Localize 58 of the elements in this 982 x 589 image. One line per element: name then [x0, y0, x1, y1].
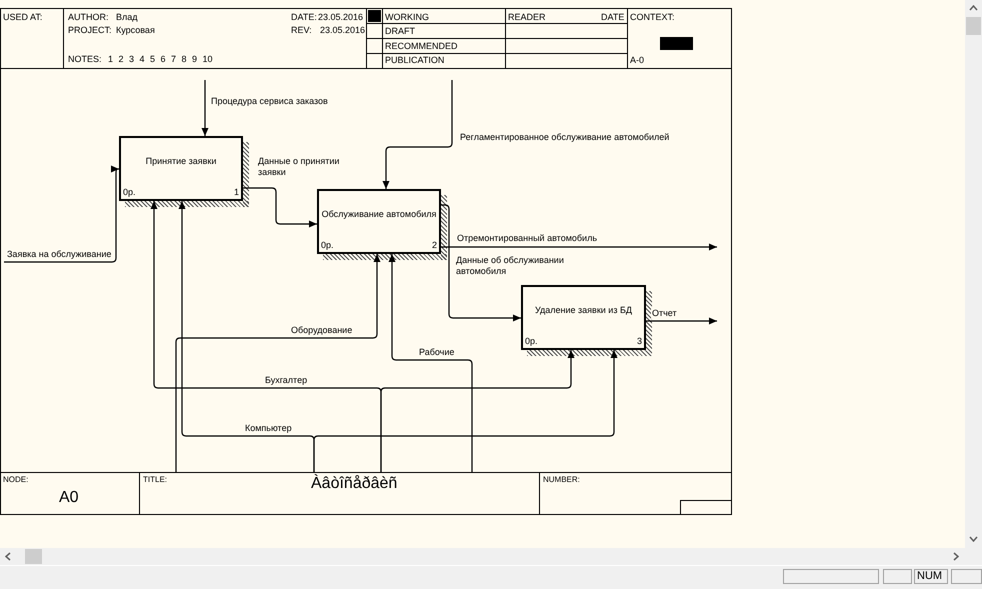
activity-box	[119, 136, 249, 207]
activity-box	[521, 285, 652, 356]
arrow	[202, 80, 208, 136]
field-label: AUTHOR:	[68, 12, 108, 22]
field-value: 23.05.2016	[318, 12, 364, 22]
arrow	[380, 350, 574, 472]
arrow	[313, 350, 618, 472]
field-label: REV:	[291, 25, 312, 36]
arrow	[441, 204, 521, 322]
field-value: Курсовая	[116, 25, 155, 36]
arrow	[441, 244, 717, 250]
status-option: PUBLICATION	[385, 55, 444, 66]
arrow-label: Оборудование	[290, 325, 354, 336]
arrow-label: Компьютер	[244, 423, 293, 434]
field-label: NODE:	[3, 475, 28, 484]
arrow-label: Данные об обслуживании автомобиля	[455, 255, 565, 277]
field-value: A0	[59, 489, 79, 508]
activity-label: Принятие заявки	[146, 156, 216, 166]
diagram-title: Àâòîñåðâèñ	[311, 475, 398, 494]
arrow-label: Рабочие	[418, 347, 456, 358]
arrow	[388, 254, 473, 472]
arrow-label: Отчет	[651, 308, 678, 319]
field-label: DATE:	[291, 12, 317, 22]
cost-label: 0р.	[123, 187, 136, 198]
field-label: CONTEXT:	[630, 12, 675, 22]
field-value: Влад	[116, 12, 138, 22]
status-option: RECOMMENDED	[385, 41, 458, 52]
field-value: 23.05.2016	[320, 25, 366, 36]
arrow-label: Заявка на обслуживание	[6, 249, 112, 260]
arrow-label: Процедура сервиса заказов	[210, 96, 329, 107]
status-option: WORKING	[385, 12, 429, 22]
status-option: DRAFT	[385, 26, 415, 36]
arrow	[646, 318, 717, 324]
column-heading: DATE	[601, 12, 624, 22]
note-numbers: 1 2 3 4 5 6 7 8 9 10	[108, 54, 213, 64]
arrow	[243, 187, 317, 228]
field-value: A-0	[630, 55, 644, 66]
field-label: USED AT:	[3, 12, 42, 22]
arrow	[4, 166, 120, 263]
activity-label: Удаление заявки из БД	[535, 305, 632, 316]
cost-label: 0р.	[321, 240, 334, 250]
cost-label: 0р.	[525, 336, 538, 346]
activity-number: 2	[432, 240, 437, 250]
status-indicator: NUM	[914, 569, 948, 584]
activity-box	[317, 189, 447, 260]
field-label: NOTES:	[68, 54, 102, 64]
column-heading: READER	[508, 12, 546, 22]
arrow-label: Регламентированное обслуживание автомобилей	[459, 132, 670, 143]
arrow-label: Бухгалтер	[264, 375, 308, 386]
activity-number: 1	[234, 187, 239, 198]
arrow	[175, 254, 380, 472]
activity-label: Обслуживание автомобиля	[322, 209, 436, 220]
activity-number: 3	[636, 336, 642, 346]
arrow-label: Отремонтированный автомобиль	[456, 233, 598, 244]
field-label: PROJECT:	[68, 25, 112, 36]
arrow	[382, 80, 453, 189]
field-label: TITLE:	[143, 475, 168, 484]
field-label: NUMBER:	[543, 475, 580, 484]
